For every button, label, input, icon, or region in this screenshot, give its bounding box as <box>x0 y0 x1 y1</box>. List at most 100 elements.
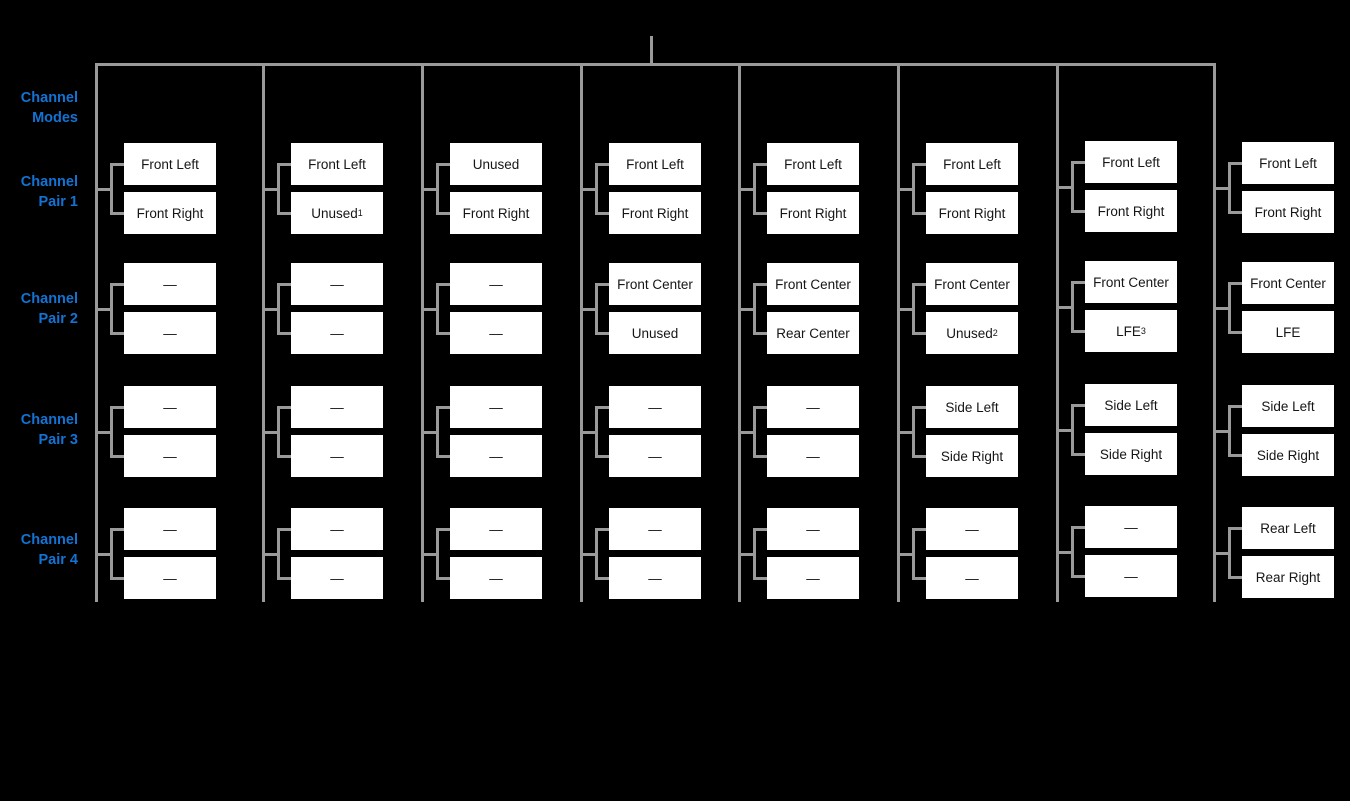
pair-stub-mode-6-pair-4 <box>897 553 915 556</box>
pair-arm-top-mode-7-pair-4 <box>1071 526 1088 529</box>
channel-box-mode-5-pair-1-bottom: Front Right <box>767 192 859 234</box>
channel-box-mode-1-pair-4-top: — <box>124 508 216 550</box>
channel-box-label: — <box>965 570 979 586</box>
channel-box-label: — <box>648 521 662 537</box>
pair-arm-bottom-mode-2-pair-4 <box>277 577 294 580</box>
channel-box-mode-4-pair-2-top: Front Center <box>609 263 701 305</box>
pair-bracket-mode-2-pair-2 <box>277 283 280 335</box>
channel-box-label: — <box>648 448 662 464</box>
pair-stub-mode-2-pair-2 <box>262 308 280 311</box>
pair-bracket-mode-5-pair-4 <box>753 528 756 580</box>
channel-box-label: Front Left <box>943 156 1001 172</box>
channel-box-mode-4-pair-3-bottom: — <box>609 435 701 477</box>
pair-arm-top-mode-5-pair-3 <box>753 406 770 409</box>
pair-arm-top-mode-1-pair-1 <box>110 163 127 166</box>
pair-stub-mode-4-pair-1 <box>580 188 598 191</box>
pair-bracket-mode-3-pair-3 <box>436 406 439 458</box>
pair-arm-top-mode-3-pair-4 <box>436 528 453 531</box>
pair-bracket-mode-3-pair-1 <box>436 163 439 215</box>
channel-box-label: — <box>489 399 503 415</box>
pair-arm-bottom-mode-7-pair-2 <box>1071 330 1088 333</box>
channel-box-label: LFE <box>1116 323 1141 339</box>
pair-arm-bottom-mode-5-pair-4 <box>753 577 770 580</box>
column-spine-mode-5 <box>738 63 741 602</box>
channel-box-mode-2-pair-4-bottom: — <box>291 557 383 599</box>
channel-box-mode-3-pair-3-top: — <box>450 386 542 428</box>
pair-bracket-mode-1-pair-1 <box>110 163 113 215</box>
column-spine-mode-7 <box>1056 63 1059 602</box>
pair-arm-top-mode-1-pair-3 <box>110 406 127 409</box>
pair-arm-bottom-mode-5-pair-1 <box>753 212 770 215</box>
channel-box-mode-7-pair-4-bottom: — <box>1085 555 1177 597</box>
pair-arm-bottom-mode-8-pair-2 <box>1228 331 1245 334</box>
channel-box-label: — <box>806 521 820 537</box>
channel-box-label: Unused <box>946 325 993 341</box>
channel-box-label: — <box>330 276 344 292</box>
pair-bracket-mode-6-pair-4 <box>912 528 915 580</box>
channel-box-mode-6-pair-1-bottom: Front Right <box>926 192 1018 234</box>
pair-arm-bottom-mode-7-pair-3 <box>1071 453 1088 456</box>
pair-arm-bottom-mode-3-pair-1 <box>436 212 453 215</box>
row-label-line2: Pair 2 <box>38 311 79 327</box>
pair-arm-bottom-mode-3-pair-2 <box>436 332 453 335</box>
pair-arm-bottom-mode-7-pair-1 <box>1071 210 1088 213</box>
channel-box-mode-1-pair-1-top: Front Left <box>124 143 216 185</box>
channel-box-label: — <box>163 448 177 464</box>
channel-box-label: Rear Center <box>776 325 850 341</box>
pair-arm-bottom-mode-1-pair-1 <box>110 212 127 215</box>
pair-arm-top-mode-7-pair-2 <box>1071 281 1088 284</box>
channel-box-mode-8-pair-3-bottom: Side Right <box>1242 434 1334 476</box>
channel-box-mode-8-pair-3-top: Side Left <box>1242 385 1334 427</box>
channel-box-mode-4-pair-3-top: — <box>609 386 701 428</box>
channel-box-mode-8-pair-1-bottom: Front Right <box>1242 191 1334 233</box>
pair-bracket-mode-8-pair-4 <box>1228 527 1231 579</box>
pair-stub-mode-6-pair-2 <box>897 308 915 311</box>
pair-stub-mode-4-pair-3 <box>580 431 598 434</box>
pair-arm-top-mode-3-pair-1 <box>436 163 453 166</box>
channel-box-label: Front Left <box>626 156 684 172</box>
channel-box-label: — <box>163 570 177 586</box>
pair-bracket-mode-4-pair-2 <box>595 283 598 335</box>
pair-arm-top-mode-6-pair-1 <box>912 163 929 166</box>
channel-box-mode-1-pair-3-top: — <box>124 386 216 428</box>
pair-arm-bottom-mode-1-pair-2 <box>110 332 127 335</box>
pair-arm-top-mode-4-pair-4 <box>595 528 612 531</box>
pair-stub-mode-5-pair-2 <box>738 308 756 311</box>
channel-box-mode-1-pair-2-bottom: — <box>124 312 216 354</box>
pair-bracket-mode-8-pair-3 <box>1228 405 1231 457</box>
channel-box-label: Side Right <box>940 448 1004 464</box>
channel-box-mode-2-pair-1-top: Front Left <box>291 143 383 185</box>
pair-stub-mode-1-pair-3 <box>95 431 113 434</box>
channel-box-mode-5-pair-1-top: Front Left <box>767 143 859 185</box>
pair-bracket-mode-6-pair-2 <box>912 283 915 335</box>
pair-bracket-mode-5-pair-2 <box>753 283 756 335</box>
channel-box-label: Side Right <box>1256 447 1320 463</box>
pair-bracket-mode-5-pair-1 <box>753 163 756 215</box>
pair-arm-bottom-mode-3-pair-3 <box>436 455 453 458</box>
pair-arm-top-mode-6-pair-3 <box>912 406 929 409</box>
row-label-line2: Pair 1 <box>38 194 79 210</box>
pair-bracket-mode-6-pair-3 <box>912 406 915 458</box>
pair-arm-top-mode-4-pair-2 <box>595 283 612 286</box>
channel-box-mode-7-pair-3-bottom: Side Right <box>1085 433 1177 475</box>
row-label-line2: Pair 4 <box>38 552 79 568</box>
column-spine-mode-6 <box>897 63 900 602</box>
pair-stub-mode-5-pair-1 <box>738 188 756 191</box>
pair-stub-mode-3-pair-2 <box>421 308 439 311</box>
pair-bracket-mode-4-pair-4 <box>595 528 598 580</box>
pair-arm-bottom-mode-6-pair-1 <box>912 212 929 215</box>
channel-box-mode-5-pair-2-top: Front Center <box>767 263 859 305</box>
pair-arm-top-mode-1-pair-2 <box>110 283 127 286</box>
pair-stub-mode-6-pair-3 <box>897 431 915 434</box>
channel-box-mode-3-pair-1-top: Unused <box>450 143 542 185</box>
pair-bracket-mode-5-pair-3 <box>753 406 756 458</box>
pair-arm-bottom-mode-7-pair-4 <box>1071 575 1088 578</box>
pair-stub-mode-5-pair-4 <box>738 553 756 556</box>
pair-arm-top-mode-8-pair-2 <box>1228 282 1245 285</box>
channel-box-label: — <box>489 448 503 464</box>
pair-bracket-mode-3-pair-4 <box>436 528 439 580</box>
pair-stub-mode-3-pair-4 <box>421 553 439 556</box>
channel-box-label: — <box>806 399 820 415</box>
row-label-line2: Pair 3 <box>38 432 79 448</box>
